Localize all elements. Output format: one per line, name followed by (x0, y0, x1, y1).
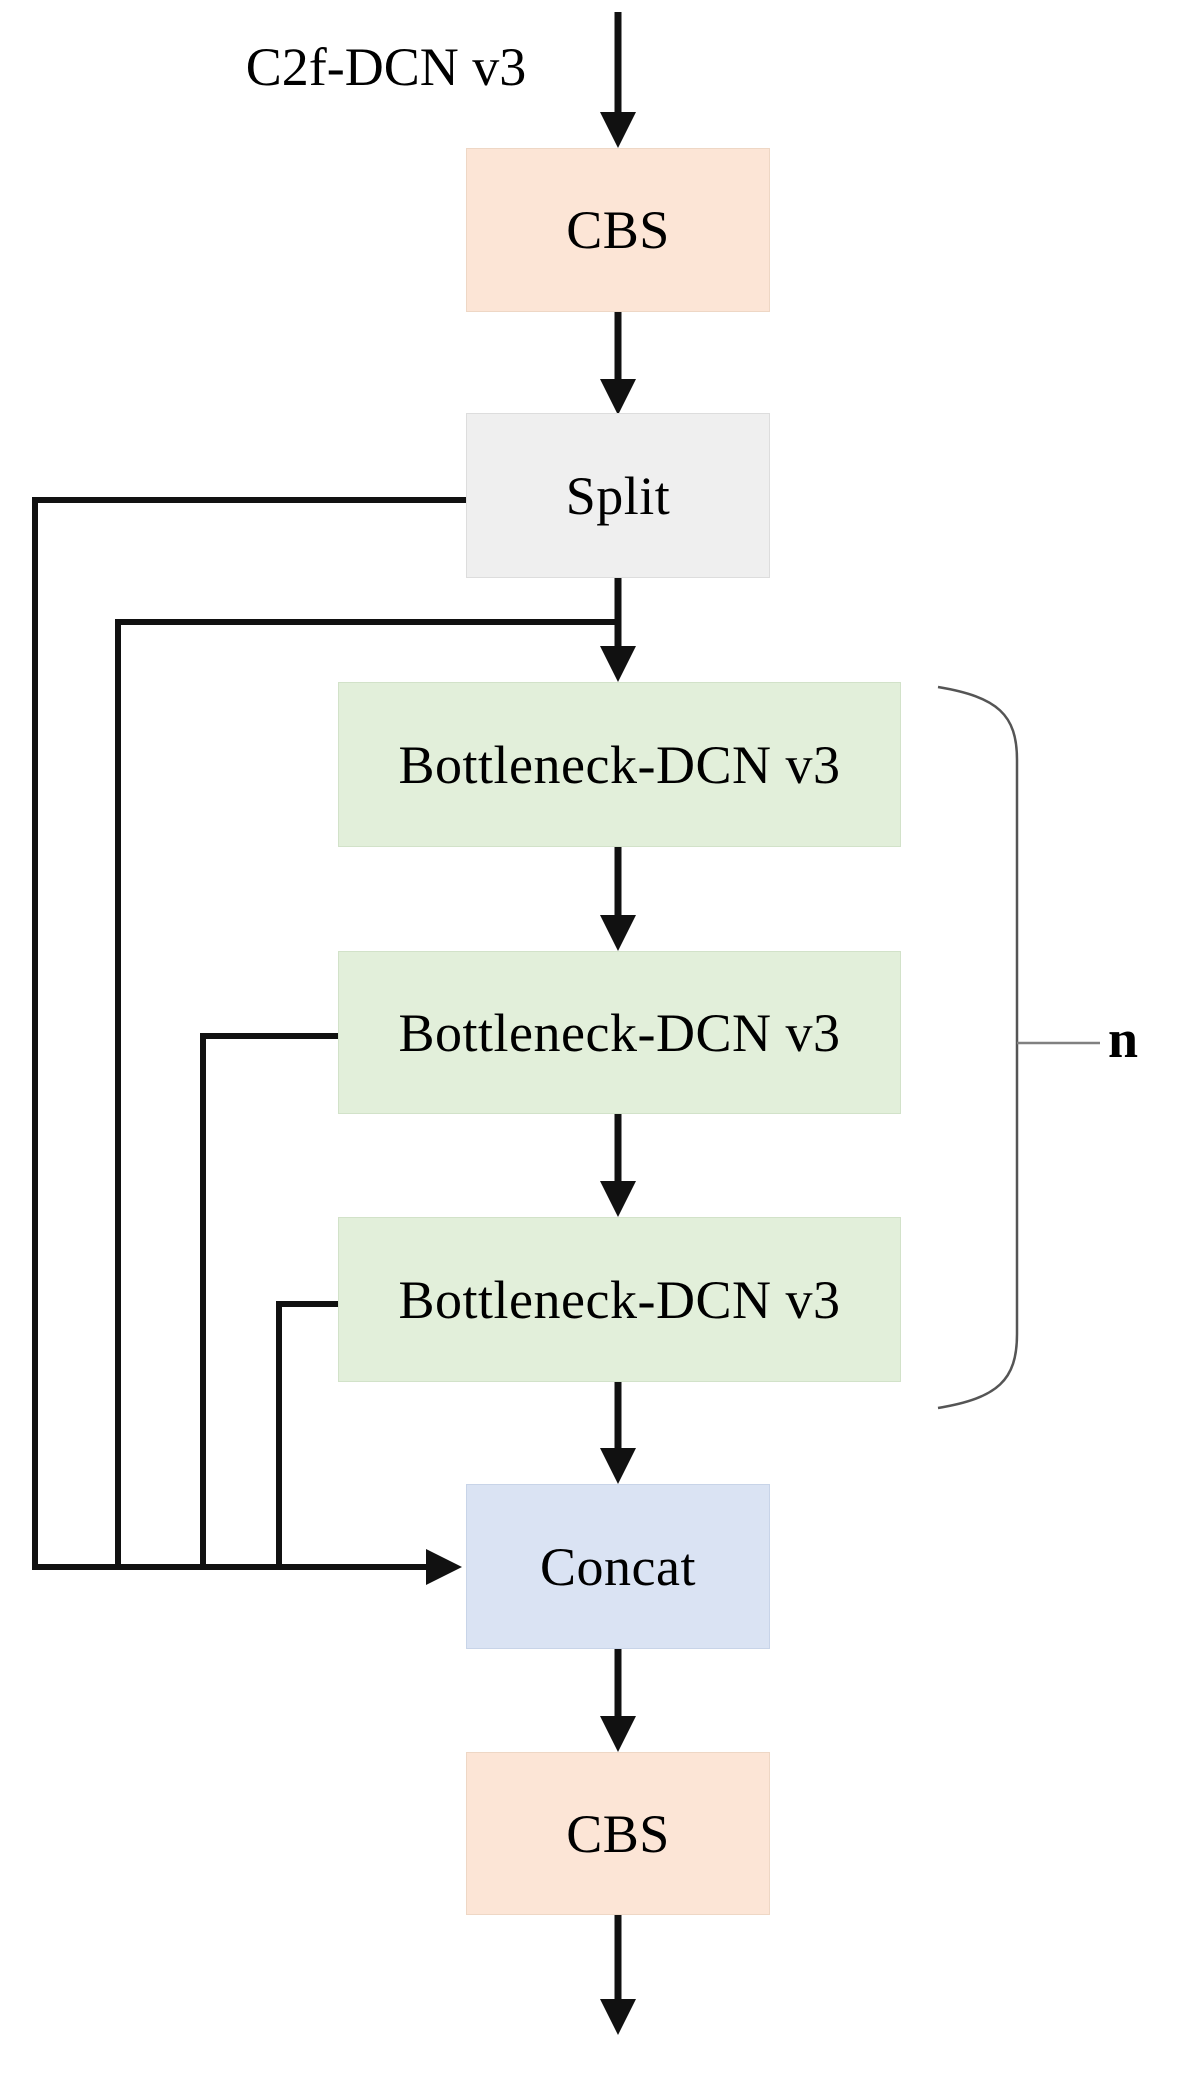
node-bottleneck-2-label: Bottleneck-DCN v3 (398, 1002, 841, 1063)
node-cbs-bottom: CBS (466, 1752, 770, 1915)
skip-connections (32, 497, 620, 1570)
node-concat-label: Concat (540, 1536, 696, 1597)
flow-arrowheads (600, 112, 636, 2035)
node-bottleneck-1-label: Bottleneck-DCN v3 (398, 734, 841, 795)
repeat-count-label: n (1108, 1009, 1139, 1069)
node-bottleneck-1: Bottleneck-DCN v3 (338, 682, 901, 847)
node-bottleneck-2: Bottleneck-DCN v3 (338, 951, 901, 1114)
concat-arrowhead (426, 1549, 462, 1585)
node-split-label: Split (565, 465, 671, 526)
node-cbs-top: CBS (466, 148, 770, 312)
node-concat: Concat (466, 1484, 770, 1649)
node-split: Split (466, 413, 770, 578)
module-title: C2f-DCN v3 (245, 37, 527, 97)
node-bottleneck-3-label: Bottleneck-DCN v3 (398, 1269, 841, 1330)
node-cbs-top-label: CBS (566, 200, 670, 260)
node-cbs-bottom-label: CBS (566, 1803, 670, 1864)
repeat-brace (937, 685, 1100, 1410)
node-bottleneck-3: Bottleneck-DCN v3 (338, 1217, 901, 1382)
